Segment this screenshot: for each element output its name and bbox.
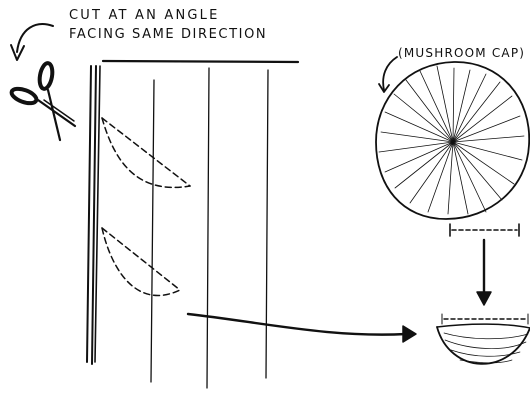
curved-arrow-icon [11, 24, 53, 60]
cap-label-arrow-icon [379, 57, 397, 92]
petal-cut-1 [102, 118, 190, 187]
finished-cap [437, 314, 530, 364]
cap-width-measure [450, 224, 519, 236]
petal-cut-2 [102, 228, 180, 295]
curtain-panel [87, 61, 298, 388]
down-arrow-icon [477, 240, 491, 305]
scissors-icon [10, 62, 75, 140]
right-arrow-icon [188, 314, 416, 342]
mushroom-cap [376, 62, 529, 219]
